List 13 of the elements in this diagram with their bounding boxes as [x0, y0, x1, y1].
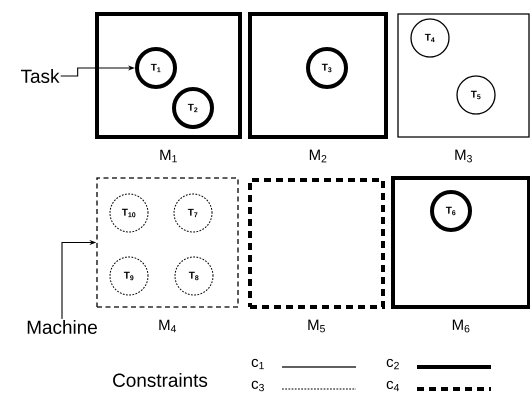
legend-label: c$_{1}$: [252, 358, 264, 370]
legend-label: c$_{3}$: [252, 380, 264, 392]
legend-title: Constraints: [113, 373, 208, 387]
machine-label: M$_{5}$: [308, 320, 325, 332]
machine-label: M$_{4}$: [159, 320, 176, 332]
machine-label: M$_{2}$: [310, 150, 326, 162]
legend-label: c$_{4}$: [386, 380, 400, 392]
machine-label: M$_{6}$: [452, 320, 470, 332]
legend-label: c$_{2}$: [386, 358, 399, 370]
machine-label: M$_{3}$: [455, 150, 472, 162]
term-label: Machine: [28, 320, 97, 334]
machine-label: M$_{1}$: [160, 150, 177, 162]
term-label: Task: [20, 69, 60, 83]
